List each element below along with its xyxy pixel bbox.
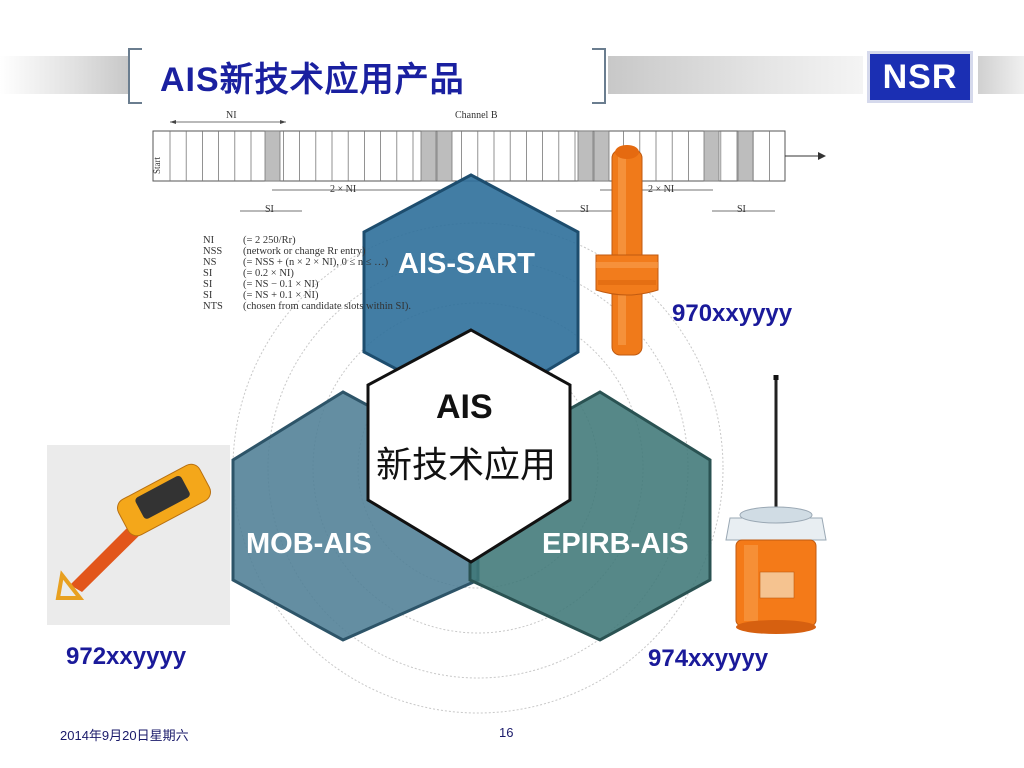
title-bar-decoration-right: [608, 56, 863, 94]
epirb-device-image: [725, 375, 827, 634]
two-ni-label-1: 2 × NI: [330, 184, 357, 195]
title-bracket-right: [592, 48, 606, 104]
two-ni-label-2: 2 × NI: [648, 184, 675, 195]
legend-desc: (= NS − 0.1 × NI): [243, 279, 319, 290]
legend-desc: (= 2 250/Rr): [243, 235, 296, 246]
slide-date: 2014年9月20日星期六: [60, 728, 189, 743]
timing-slot-highlight: [436, 130, 453, 182]
legend-desc: (network or change Rr entry): [243, 246, 366, 257]
slide-title: AIS新技术应用产品: [160, 61, 465, 99]
legend-row: SI (= 0.2 × NI): [203, 268, 411, 279]
timing-legend: NI (= 2 250/Rr) NSS (network or change Rr e…: [203, 235, 411, 312]
legend-desc: (= NSS + (n × 2 × NI), 0 ≤ n ≤ …): [243, 257, 389, 268]
legend-row: NTS (chosen from candidate slots within S…: [203, 301, 411, 312]
sart-code: 970xxyyyy: [672, 300, 793, 327]
slide-page-number: 16: [499, 725, 514, 740]
legend-term: SI: [203, 279, 213, 290]
title-bar-decoration-left: [0, 56, 128, 94]
nsr-logo: NSR: [867, 51, 973, 103]
mob-ais-label: MOB-AIS: [246, 528, 372, 560]
timing-slot-highlight: [577, 130, 594, 182]
legend-desc: (= 0.2 × NI): [243, 268, 294, 279]
center-ais-title: AIS: [436, 388, 493, 426]
ais-sart-label: AIS-SART: [398, 248, 535, 280]
timing-slot-highlight: [420, 130, 437, 182]
legend-term: NSS: [203, 246, 223, 257]
timing-slot-highlight: [264, 130, 281, 182]
ni-dimension-label: NI: [226, 110, 237, 121]
channel-timing-chart: [152, 120, 826, 212]
legend-row: SI (= NS + 0.1 × NI): [203, 290, 411, 301]
legend-desc: (= NS + 0.1 × NI): [243, 290, 319, 301]
si-label-2: SI: [580, 204, 589, 215]
timing-slot-highlight: [703, 130, 720, 182]
legend-term: NTS: [203, 301, 223, 312]
legend-term: SI: [203, 268, 213, 279]
epirb-code: 974xxyyyy: [648, 645, 769, 672]
legend-desc: (chosen from candidate slots within SI).: [243, 301, 411, 312]
timing-slot-highlight: [737, 130, 754, 182]
ais-sart-device-image: [595, 145, 659, 356]
legend-term: NI: [203, 235, 215, 246]
center-hexagon: [366, 328, 572, 564]
legend-row: NSS (network or change Rr entry): [203, 246, 411, 257]
legend-row: NS (= NSS + (n × 2 × NI), 0 ≤ n ≤ …): [203, 257, 411, 268]
legend-row: NI (= 2 250/Rr): [203, 235, 411, 246]
mob-code: 972xxyyyy: [66, 643, 187, 670]
start-cell-label: Start: [152, 157, 162, 174]
si-label-3: SI: [737, 204, 746, 215]
title-bar-decoration-far: [978, 56, 1024, 94]
si-label-1: SI: [265, 204, 274, 215]
epirb-ais-label: EPIRB-AIS: [542, 528, 689, 560]
mob-device-image: [47, 445, 230, 625]
channel-label: Channel B: [455, 110, 498, 121]
center-subtitle: 新技术应用: [376, 445, 557, 486]
timing-slot-highlight: [593, 130, 610, 182]
title-bracket-left: [128, 48, 142, 104]
legend-term: SI: [203, 290, 213, 301]
legend-row: SI (= NS − 0.1 × NI): [203, 279, 411, 290]
legend-term: NS: [203, 257, 217, 268]
